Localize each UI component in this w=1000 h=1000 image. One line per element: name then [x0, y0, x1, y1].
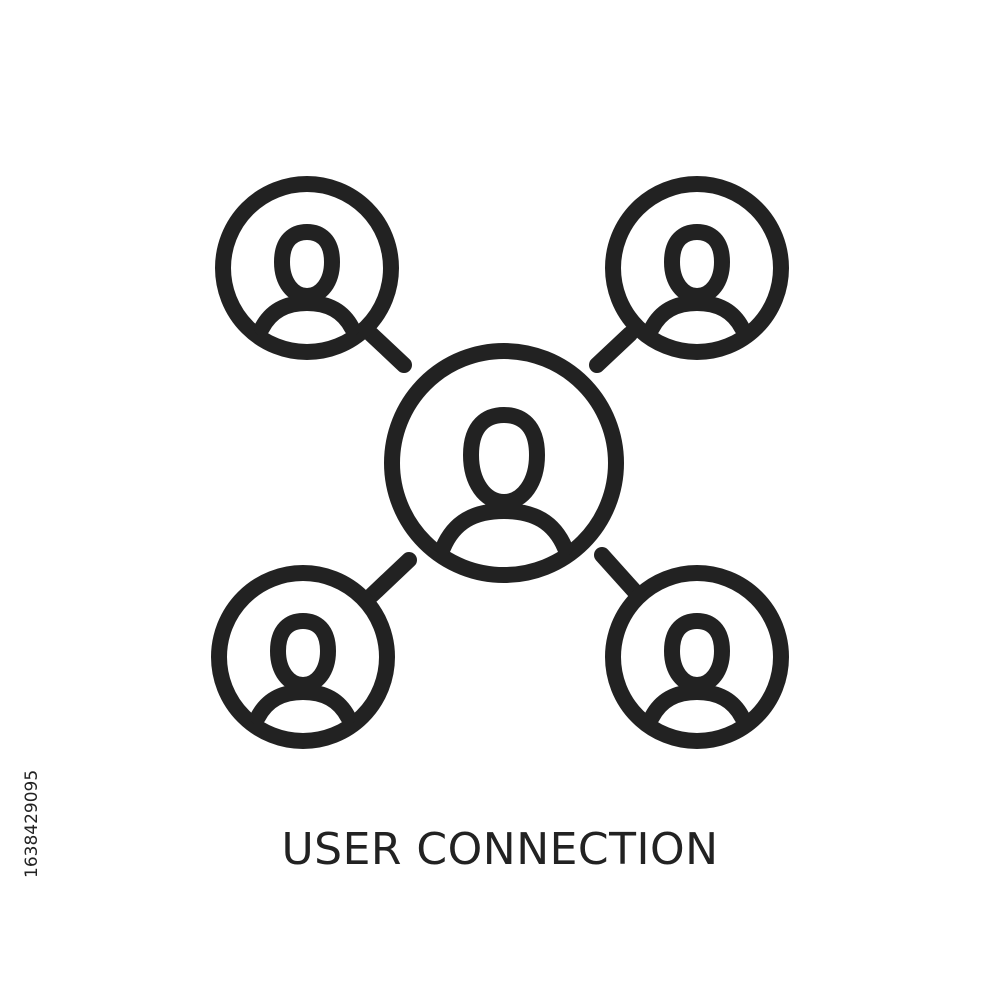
user-node-bottom-left [211, 565, 395, 749]
user-shoulders-icon [254, 295, 360, 336]
user-shoulders-icon [644, 684, 750, 725]
user-shoulders-icon [644, 295, 750, 336]
connector-top-left [363, 326, 412, 373]
user-node-center [384, 343, 624, 583]
user-head-icon [463, 407, 545, 510]
user-head-icon [664, 613, 730, 693]
user-node-top-left [215, 176, 399, 360]
user-node-top-right [605, 176, 789, 360]
user-head-icon [274, 224, 340, 304]
connector-top-right [589, 326, 638, 373]
user-node-bottom-right [605, 565, 789, 749]
stock-id-text: 1638429095 [22, 769, 42, 878]
icon-caption: USER CONNECTION [281, 824, 719, 875]
connector-bottom-left [364, 552, 417, 603]
user-head-icon [664, 224, 730, 304]
user-shoulders-icon [435, 503, 573, 556]
connector-bottom-right [594, 547, 646, 603]
user-head-icon [270, 613, 336, 693]
user-shoulders-icon [250, 684, 356, 725]
